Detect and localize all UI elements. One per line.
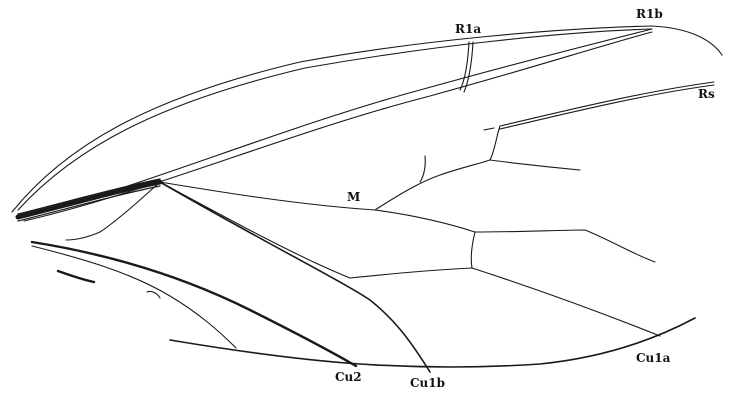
rs-vein-2 bbox=[500, 85, 714, 129]
label-m: M bbox=[347, 190, 360, 204]
anal-vein-2 bbox=[147, 291, 160, 298]
radial-sector-branch bbox=[490, 160, 580, 170]
label-rs: Rs bbox=[698, 87, 715, 101]
radial-sector-stem bbox=[375, 126, 500, 210]
cubitus-1b-vein bbox=[160, 182, 430, 372]
label-r1a: R1a bbox=[455, 22, 481, 36]
anal-dash bbox=[58, 271, 94, 282]
cubital-crossvein bbox=[350, 268, 472, 278]
costal-margin bbox=[12, 26, 722, 212]
cubitus-1a-vein bbox=[472, 268, 660, 336]
label-cu1b: Cu1b bbox=[410, 376, 445, 390]
cubitus-2-vein bbox=[32, 242, 356, 366]
media-crossvein bbox=[471, 232, 475, 268]
label-cu2: Cu2 bbox=[335, 370, 362, 384]
label-cu1a: Cu1a bbox=[636, 351, 671, 365]
posterior-margin bbox=[170, 318, 695, 367]
stippled-base-band bbox=[18, 182, 160, 217]
label-r1b: R1b bbox=[636, 7, 663, 21]
radial-sector-spur bbox=[420, 156, 425, 182]
anal-vein-1 bbox=[32, 246, 236, 348]
radial-sector-fork bbox=[484, 128, 494, 130]
